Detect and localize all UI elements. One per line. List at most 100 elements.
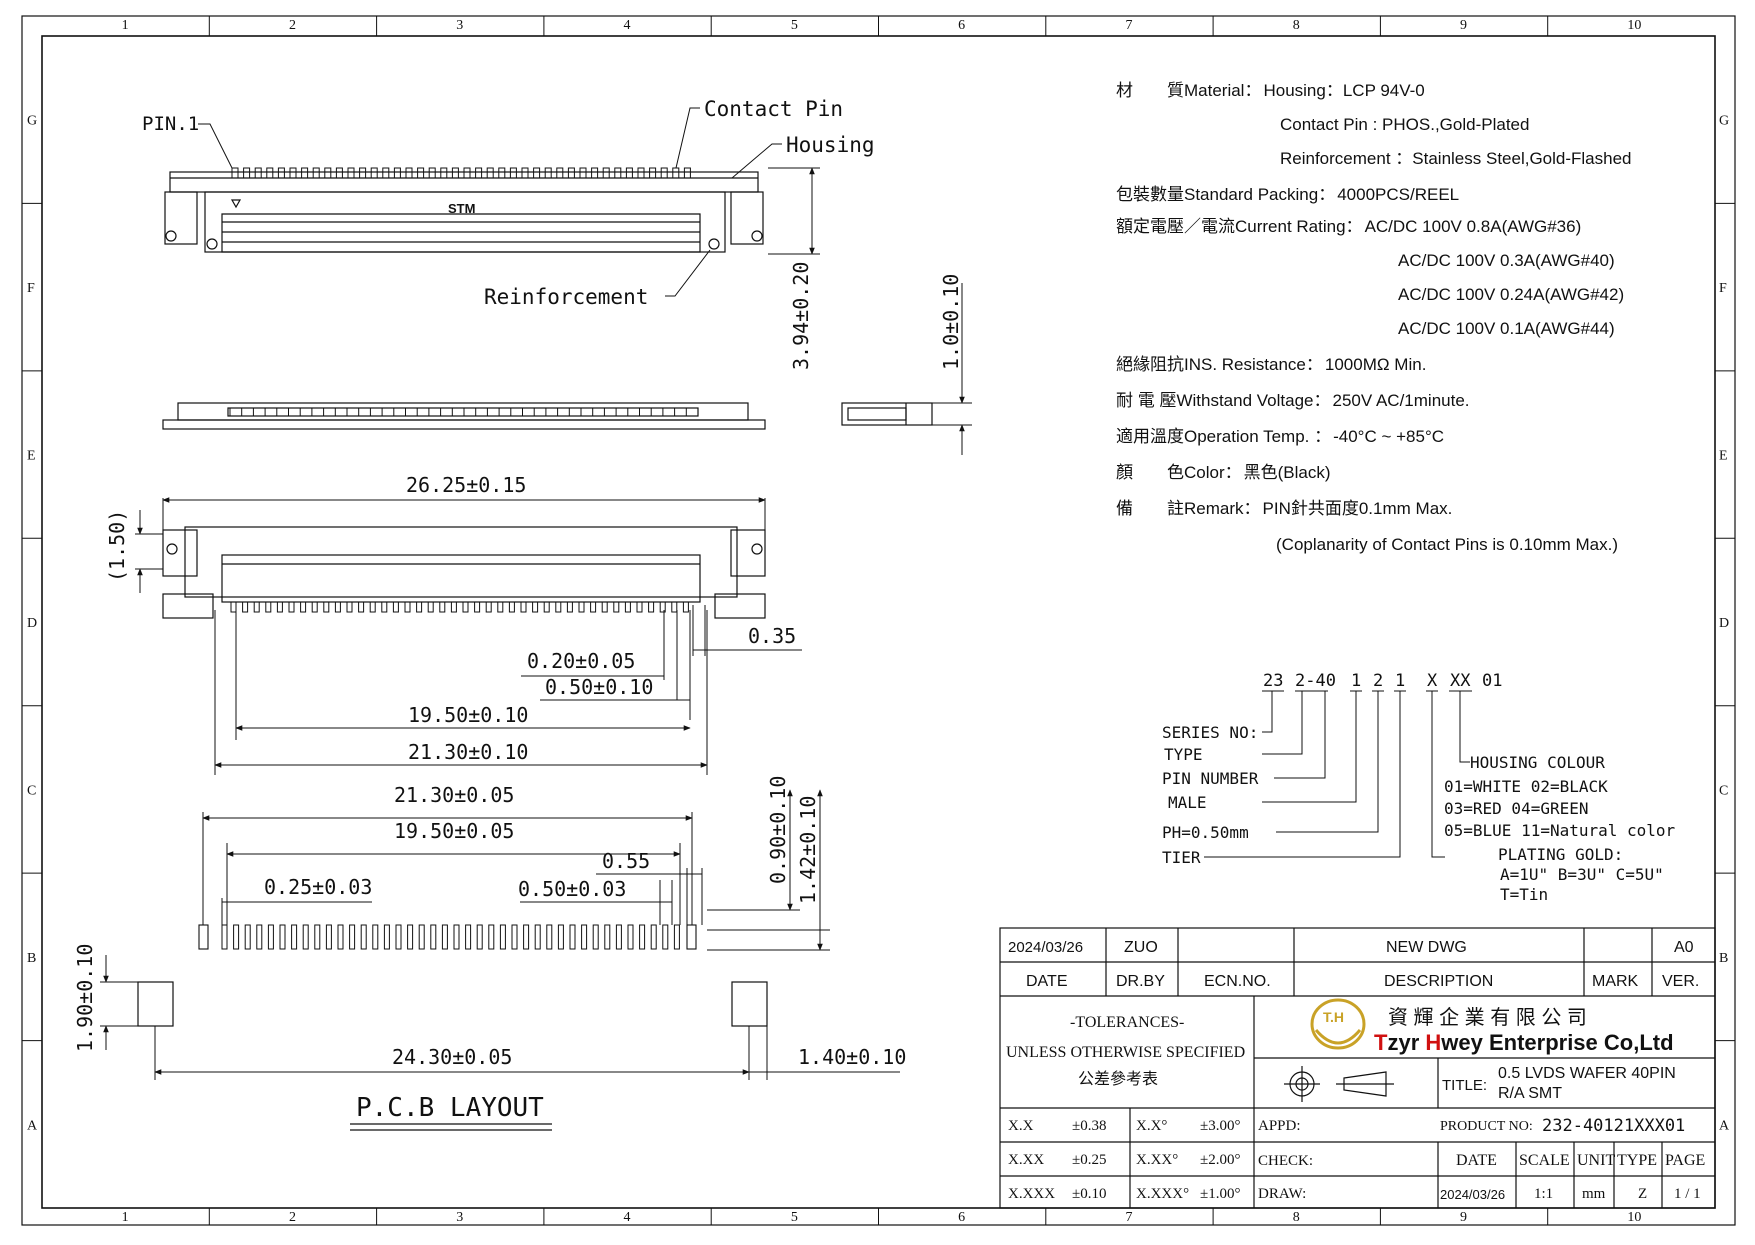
rev-description: NEW DWG [1386,939,1467,956]
front-pin [614,167,622,179]
bottom-pin [590,601,597,613]
bottom-pin [497,601,504,613]
pcb-dim-anchor-w: 1.40±0.10 [798,1045,906,1069]
pcb-pad [279,924,286,950]
bottom-pin [578,601,585,613]
front-pin [498,167,506,179]
tol-c: X.X° [1136,1118,1167,1134]
pcb-pad [383,924,390,950]
code-plating-tin: T=Tin [1500,885,1548,904]
pcb-pad [349,924,356,950]
pcb-pad [581,924,588,950]
pcb-pad [291,924,298,950]
front-pin [370,167,378,179]
front-pin [533,167,541,179]
tol-b: ±0.38 [1072,1118,1106,1134]
front-pin [591,167,599,179]
pcb-pad [627,924,634,950]
logo-text: T.H [1323,1009,1344,1025]
zone-row-left-E: E [27,449,36,464]
front-pin [451,167,459,179]
bottom-pin [416,601,423,613]
pcb-pad [499,924,506,950]
zone-row-left-F: F [27,281,35,296]
tol-c: X.XXX° [1136,1186,1189,1202]
front-pin [579,167,587,179]
company-name-en: Tzyr Hwey Enterprise Co,Ltd [1374,1030,1674,1055]
code-male: MALE [1168,793,1207,812]
code-colour-1: 01=WHITE 02=BLACK [1444,777,1608,796]
bottom-pin [671,601,678,613]
tol-a: X.XXX [1008,1186,1055,1202]
code-seg-6: X [1427,671,1438,691]
zone-col-bottom-3: 3 [456,1210,463,1225]
pcb-pad [592,924,599,950]
front-pin [649,167,657,179]
tol-a: X.XX [1008,1152,1044,1168]
front-pin [672,167,680,179]
dim-height [768,167,820,255]
front-pin [625,167,633,179]
zone-col-top-6: 6 [958,18,965,33]
pcb-dim-pin-span: 19.50±0.05 [394,819,514,843]
pcb-pad [488,924,495,950]
pcb-pad [430,924,437,950]
pcb-pad [244,924,251,950]
dim-pin-span: 19.50±0.10 [408,703,528,727]
front-pin [335,167,343,179]
tol-b: ±0.10 [1072,1186,1106,1202]
body-marking: STM [448,201,475,216]
zone-row-right-F: F [1719,281,1727,296]
pcb-pad [418,924,425,950]
callout-reinforcement: Reinforcement [484,285,648,309]
front-pin [440,167,448,179]
tol-d: ±1.00° [1200,1186,1240,1202]
spec-value: 4000PCS/REEL [1337,185,1459,204]
bottom-pin [242,601,249,613]
code-colour-2: 03=RED 04=GREEN [1444,799,1589,818]
code-housing-colour: HOUSING COLOUR [1470,753,1605,772]
zone-col-top-1: 1 [122,18,129,33]
dim-tail-gap: 0.35 [748,624,796,648]
bottom-view-pins [230,601,689,613]
spec-label: 額定電壓／電流Current Rating： [1116,217,1363,236]
bottom-pin [555,601,562,613]
appd-label: APPD: [1258,1118,1301,1134]
bottom-pin [288,601,295,613]
callout-contact-pin: Contact Pin [704,97,843,121]
pcb-pad [465,924,472,950]
check-label: CHECK: [1258,1153,1313,1169]
pcb-pad [256,924,263,950]
pcb-pad [476,924,483,950]
tol-b: ±0.25 [1072,1152,1106,1168]
code-pin-number: PIN NUMBER [1162,769,1259,788]
zone-col-bottom-10: 10 [1627,1210,1641,1225]
projection-symbol-icon [1284,1066,1394,1102]
pcb-pad [569,924,576,950]
zone-col-top-10: 10 [1627,18,1641,33]
title-block-lines [999,927,1716,1209]
bottom-pin [404,601,411,613]
pcb-pad [557,924,564,950]
dim-thickness-label: 1.0±0.10 [939,274,963,370]
zone-col-top-4: 4 [624,18,631,33]
bottom-pin [276,601,283,613]
bottom-pin [358,601,365,613]
code-seg-3: 1 [1351,671,1361,691]
zone-row-left-C: C [27,783,36,798]
front-pin [393,167,401,179]
hdr-date: DATE [1026,973,1067,990]
spec-value: Contact Pin : PHOS.,Gold-Plated [1280,115,1529,134]
bottom-view-dims [135,497,802,775]
dim-depth-ref: (1.50) [105,510,129,582]
bottom-pin [613,601,620,613]
front-pin [347,167,355,179]
bottom-pin [334,601,341,613]
zone-row-left-A: A [27,1118,38,1133]
bottom-pin [648,601,655,613]
spec-value: 黑色(Black) [1244,463,1331,482]
spec-value: 250V AC/1minute. [1332,391,1469,410]
pcb-pad [534,924,541,950]
front-pin [637,167,645,179]
